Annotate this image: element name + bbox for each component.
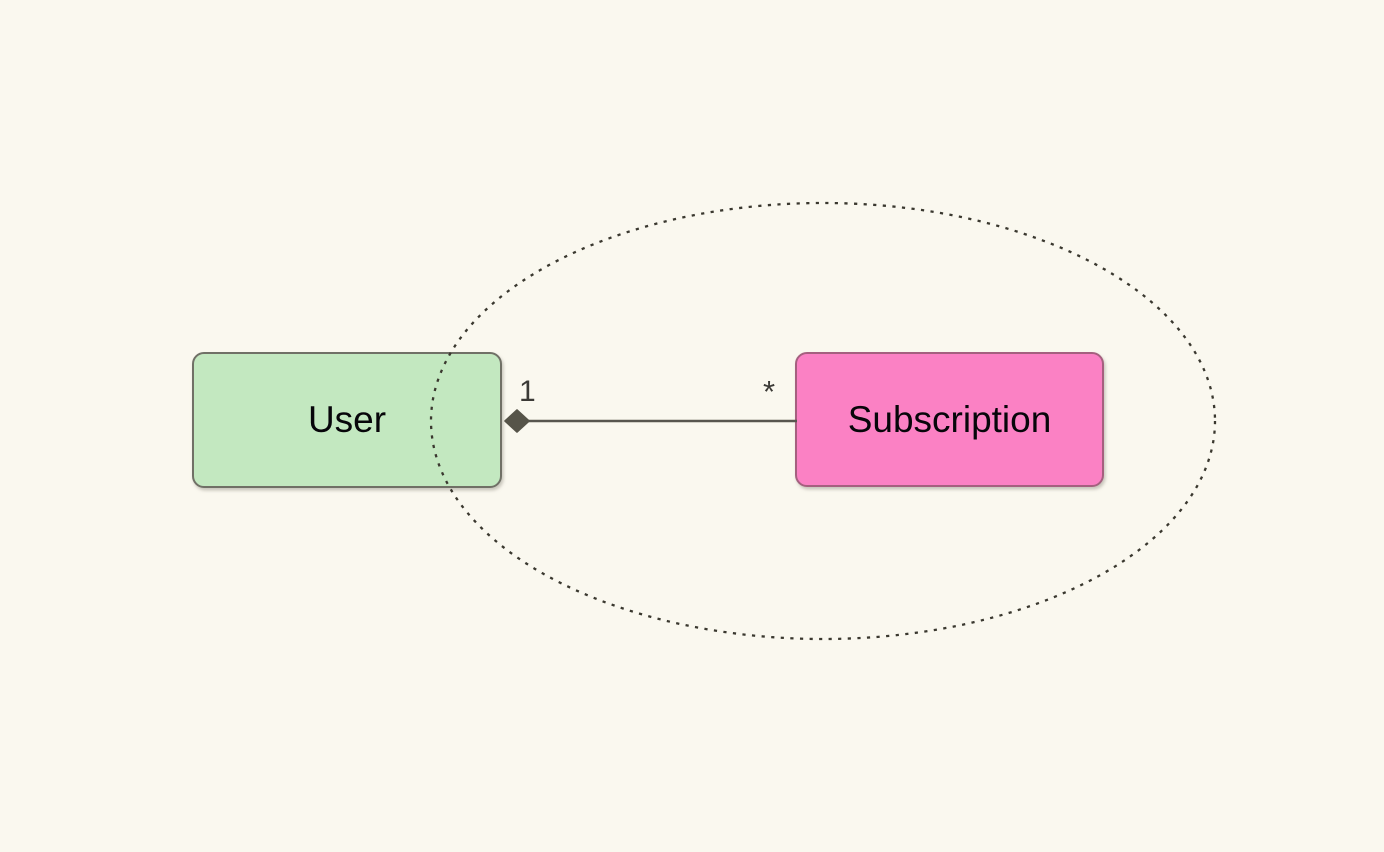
boundary-ellipse[interactable] xyxy=(429,201,1217,641)
node-subscription-shape[interactable] xyxy=(795,352,1104,487)
source-multiplicity-label: 1 xyxy=(519,375,536,408)
composition-diamond-icon xyxy=(504,409,530,433)
target-multiplicity-label: * xyxy=(763,374,776,409)
node-user-shape[interactable] xyxy=(192,352,502,488)
